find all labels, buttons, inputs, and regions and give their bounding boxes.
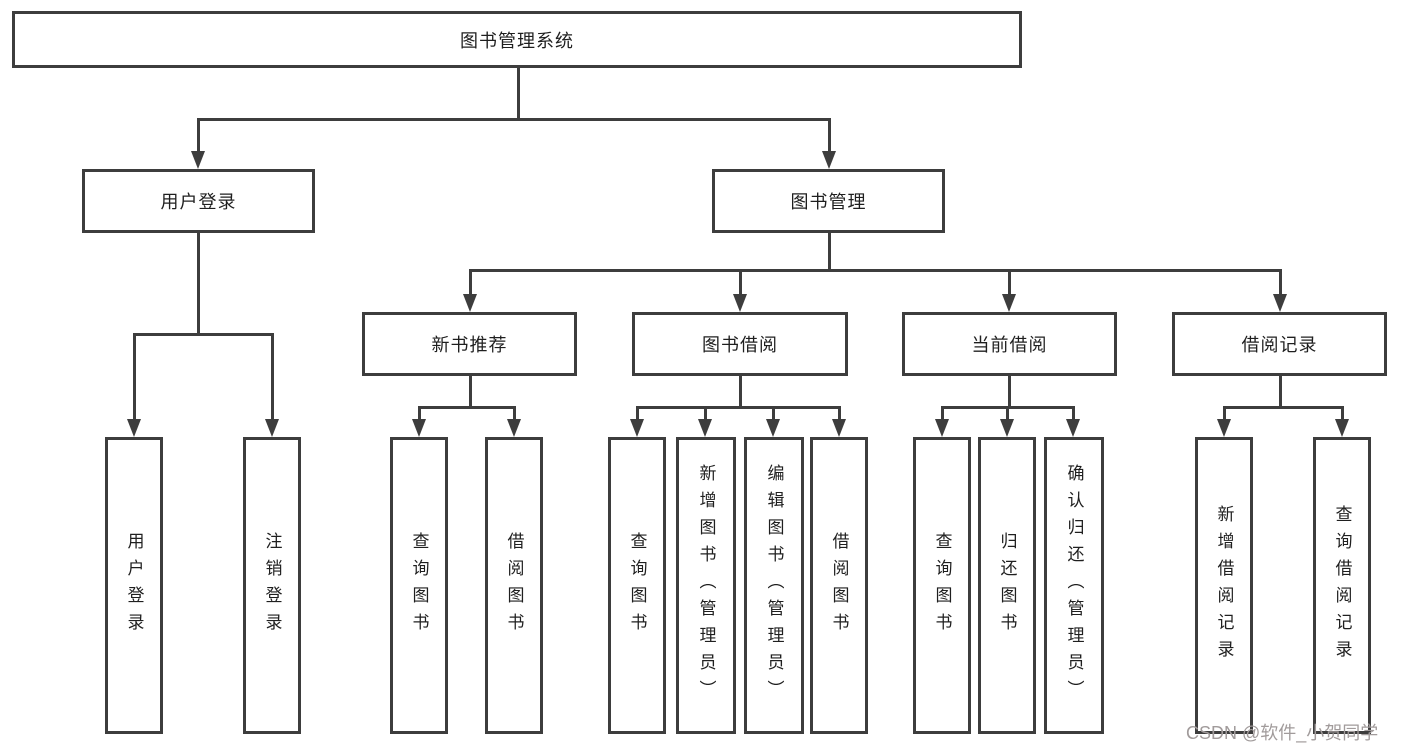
leaf-user-login: 用户登录 [105, 437, 163, 734]
leaf-logout: 注销登录 [243, 437, 301, 734]
node-user-login: 用户登录 [82, 169, 315, 233]
leaf-add-book-admin: 新增图书（管理员） [676, 437, 736, 734]
connector-line [197, 232, 200, 335]
leaf-label: 确认归还（管理员） [1064, 464, 1084, 707]
csdn-watermark: CSDN @软件_小贺同学 [1186, 723, 1379, 743]
leaf-borrow-book-recommend: 借阅图书 [485, 437, 543, 734]
arrowhead-down-icon [1000, 419, 1014, 437]
leaf-label: 借阅图书 [504, 531, 524, 640]
arrowhead-down-icon [1335, 419, 1349, 437]
connector-line [636, 406, 639, 422]
connector-line [1341, 406, 1344, 422]
connector-line [1008, 269, 1011, 296]
arrowhead-down-icon [265, 419, 279, 437]
leaf-label: 查询图书 [932, 531, 952, 640]
connector-line [513, 406, 516, 422]
node-new-book-recommend: 新书推荐 [362, 312, 577, 376]
leaf-query-borrow-record: 查询借阅记录 [1313, 437, 1371, 734]
connector-line [1223, 406, 1226, 422]
arrowhead-down-icon [507, 419, 521, 437]
leaf-add-borrow-record: 新增借阅记录 [1195, 437, 1253, 734]
connector-line [838, 406, 841, 422]
connector-line [469, 269, 472, 296]
connector-line [1279, 375, 1282, 408]
arrowhead-down-icon [935, 419, 949, 437]
leaf-label: 归还图书 [997, 531, 1017, 640]
connector-line [828, 118, 831, 154]
leaf-return-book: 归还图书 [978, 437, 1036, 734]
leaf-label: 新增借阅记录 [1214, 504, 1234, 667]
leaf-label: 用户登录 [124, 531, 144, 640]
connector-line [1006, 406, 1009, 422]
leaf-query-book: 查询图书 [608, 437, 666, 734]
arrowhead-down-icon [463, 294, 477, 312]
arrowhead-down-icon [412, 419, 426, 437]
connector-line [271, 333, 274, 422]
leaf-confirm-return-admin: 确认归还（管理员） [1044, 437, 1104, 734]
node-borrow-record: 借阅记录 [1172, 312, 1387, 376]
connector-line [739, 375, 742, 408]
connector-line [1072, 406, 1075, 422]
connector-line [941, 406, 944, 422]
leaf-label: 查询图书 [627, 531, 647, 640]
connector-line [133, 333, 274, 336]
connector-line [1008, 375, 1011, 408]
leaf-label: 注销登录 [262, 531, 282, 640]
connector-line [739, 269, 742, 296]
node-book-management: 图书管理 [712, 169, 945, 233]
leaf-label: 查询图书 [409, 531, 429, 640]
leaf-label: 新增图书（管理员） [696, 464, 716, 707]
arrowhead-down-icon [698, 419, 712, 437]
connector-line [469, 375, 472, 408]
connector-line [418, 406, 421, 422]
leaf-label: 查询借阅记录 [1332, 504, 1352, 667]
connector-line [197, 118, 831, 121]
arrowhead-down-icon [127, 419, 141, 437]
arrowhead-down-icon [1217, 419, 1231, 437]
connector-line [636, 406, 841, 409]
leaf-query-current: 查询图书 [913, 437, 971, 734]
connector-line [1279, 269, 1282, 296]
leaf-label: 编辑图书（管理员） [764, 464, 784, 707]
connector-line [469, 269, 1282, 272]
arrowhead-down-icon [1066, 419, 1080, 437]
node-root: 图书管理系统 [12, 11, 1022, 68]
connector-line [517, 67, 520, 119]
connector-line [197, 118, 200, 154]
leaf-query-book-recommend: 查询图书 [390, 437, 448, 734]
connector-line [772, 406, 775, 422]
arrowhead-down-icon [1273, 294, 1287, 312]
connector-line [704, 406, 707, 422]
arrowhead-down-icon [733, 294, 747, 312]
leaf-label: 借阅图书 [829, 531, 849, 640]
connector-line [828, 232, 831, 271]
arrowhead-down-icon [191, 151, 205, 169]
connector-line [133, 333, 136, 422]
leaf-edit-book-admin: 编辑图书（管理员） [744, 437, 804, 734]
leaf-borrow-book: 借阅图书 [810, 437, 868, 734]
node-current-borrow: 当前借阅 [902, 312, 1117, 376]
arrowhead-down-icon [822, 151, 836, 169]
connector-line [418, 406, 516, 409]
arrowhead-down-icon [630, 419, 644, 437]
arrowhead-down-icon [832, 419, 846, 437]
node-book-borrow: 图书借阅 [632, 312, 848, 376]
arrowhead-down-icon [1002, 294, 1016, 312]
arrowhead-down-icon [766, 419, 780, 437]
connector-line [1223, 406, 1344, 409]
